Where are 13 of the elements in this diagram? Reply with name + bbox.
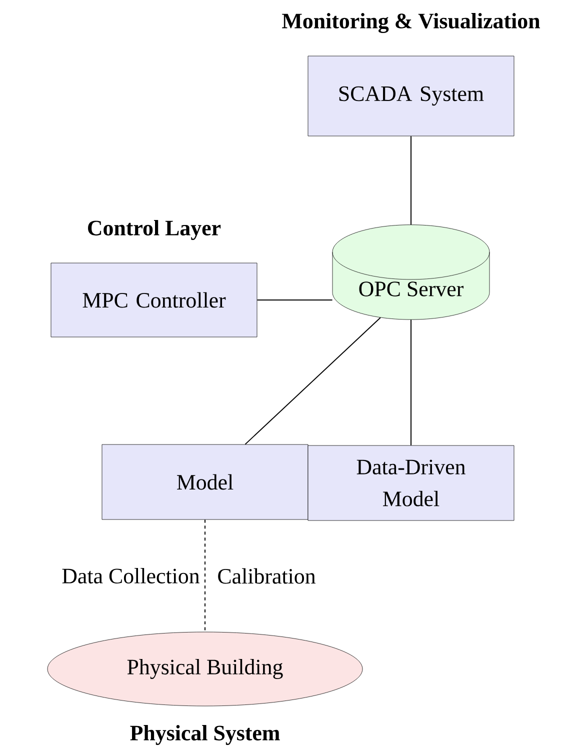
section-heading: Control Layer [88,220,221,240]
connector-line [410,319,412,446]
edge-label: Data Collection [60,567,201,584]
section-heading: Monitoring & Visualization [282,13,540,34]
connector-line [410,136,412,226]
connector-line [204,519,206,632]
process-box: SCADA System [308,56,514,136]
process-box: MPC Controller [50,262,258,338]
process-box: Model [102,444,308,520]
process-box: Data-Driven Model [308,445,514,521]
connector-line [244,317,381,445]
server-cylinder: OPC Server [332,224,490,320]
line-label: Calibration [218,568,316,584]
